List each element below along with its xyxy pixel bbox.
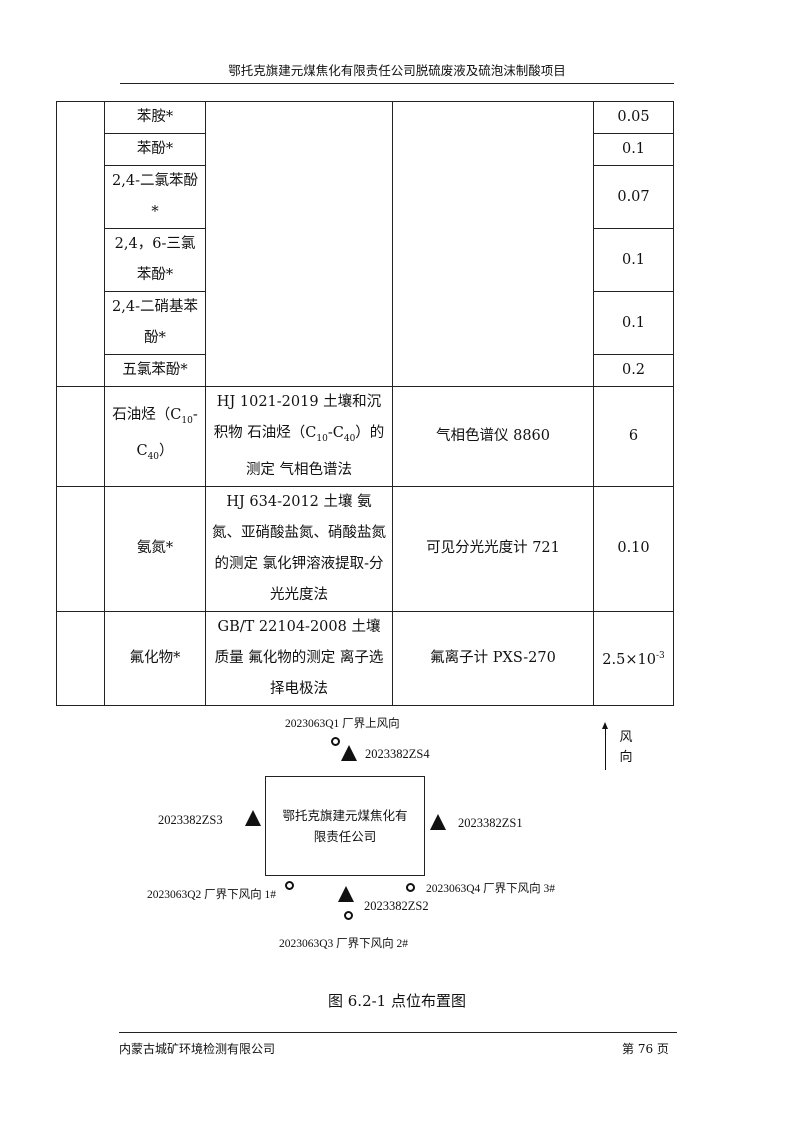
analyte-text: -C <box>136 406 198 460</box>
analyte-cell: 氟化物* <box>104 610 206 706</box>
analyte-cell: 氨氮* <box>104 485 206 612</box>
point-label-zs3: 2023382ZS3 <box>158 813 223 827</box>
method-cell <box>205 101 393 387</box>
subscript: 10 <box>316 433 328 444</box>
table-row: 苯酚* 0.1 <box>57 133 674 166</box>
analyte-cell: 2,4-二氯苯酚* <box>104 165 206 229</box>
point-label-zs2: 2023382ZS2 <box>364 899 429 913</box>
analyte-cell: 苯胺* <box>104 101 206 134</box>
superscript: -3 <box>655 650 665 661</box>
limit-text: 2.5×10 <box>602 651 656 668</box>
instrument-cell: 气相色谱仪 8860 <box>392 386 594 487</box>
page-number: 第 76 页 <box>622 1042 669 1056</box>
figure-caption: 图 6.2-1 点位布置图 <box>327 992 466 1010</box>
limit-cell: 0.10 <box>593 485 674 612</box>
plant-boundary-box: 鄂托克旗建元煤焦化有限责任公司 <box>265 776 425 876</box>
table-row: 五氯苯酚* 0.2 <box>57 354 674 387</box>
method-text: ）的测定 气相色谱法 <box>245 425 385 478</box>
header-title: 鄂托克旗建元煤焦化有限责任公司脱硫废液及硫泡沫制酸项目 <box>228 63 566 78</box>
gas-sample-point-q3 <box>344 911 353 920</box>
limit-cell: 0.1 <box>593 228 674 292</box>
footer-divider <box>119 1032 677 1033</box>
category-cell <box>56 386 105 487</box>
gas-sample-point-q4 <box>406 883 415 892</box>
table-row: 苯胺* 0.05 <box>56 101 674 387</box>
instrument-cell <box>392 101 594 387</box>
analyte-cell: 五氯苯酚* <box>104 354 206 387</box>
analyte-cell: 苯酚* <box>104 133 206 166</box>
analyte-text: ） <box>159 443 174 460</box>
limit-cell: 2.5×10-3 <box>593 610 674 706</box>
limit-cell: 0.1 <box>593 133 674 166</box>
limit-cell: 0.1 <box>593 291 674 355</box>
method-cell: GB/T 22104-2008 土壤质量 氟化物的测定 离子选择电极法 <box>205 610 393 706</box>
point-label-zs1: 2023382ZS1 <box>458 816 523 830</box>
wind-direction-arrow-icon <box>602 722 608 770</box>
category-cell <box>56 610 105 706</box>
analyte-cell: 2,4，6-三氯苯酚* <box>104 228 206 292</box>
table-row: 2,4，6-三氯苯酚* 0.1 <box>57 228 674 292</box>
limit-cell: 6 <box>593 386 674 487</box>
method-table: 苯胺* 0.05 苯酚* 0.1 2,4-二氯苯酚* 0.07 2,4，6-三氯… <box>56 101 674 706</box>
wind-direction-label: 风向 <box>619 730 633 765</box>
point-label-q2: 2023063Q2 厂界下风向 1# <box>147 889 277 901</box>
soil-sample-point-zs3 <box>245 810 261 826</box>
point-label-q4: 2023063Q4 厂界下风向 3# <box>426 883 556 895</box>
subscript: 40 <box>343 433 356 444</box>
soil-sample-point-zs1 <box>430 814 446 830</box>
limit-cell: 0.2 <box>593 354 674 387</box>
footer-company: 内蒙古城矿环境检测有限公司 <box>119 1042 276 1056</box>
point-label-q3: 2023063Q3 厂界下风向 2# <box>279 938 409 950</box>
limit-cell: 0.05 <box>593 101 674 134</box>
instrument-cell: 可见分光光度计 721 <box>392 485 594 612</box>
category-cell <box>56 485 105 612</box>
table-row: 2,4-二氯苯酚* 0.07 <box>57 165 674 229</box>
table-row: 氟化物* GB/T 22104-2008 土壤质量 氟化物的测定 离子选择电极法… <box>56 610 674 706</box>
page-header: 鄂托克旗建元煤焦化有限责任公司脱硫废液及硫泡沫制酸项目 <box>120 60 674 84</box>
soil-sample-point-zs2 <box>338 886 354 902</box>
limit-cell: 0.07 <box>593 165 674 229</box>
method-text: -C <box>327 425 344 441</box>
gas-sample-point-q2 <box>285 881 294 890</box>
category-cell <box>56 101 105 387</box>
method-text: HJ 1021-2019 土壤和沉积物 石油烃（C <box>213 394 382 441</box>
soil-sample-point-zs4 <box>341 745 357 761</box>
method-cell: HJ 634-2012 土壤 氨氮、亚硝酸盐氮、硝酸盐氮的测定 氯化钾溶液提取-… <box>205 485 393 612</box>
point-label-q1: 2023063Q1 厂界上风向 <box>285 718 400 730</box>
table-row: 石油烃（C10-C40） HJ 1021-2019 土壤和沉积物 石油烃（C10… <box>56 386 674 487</box>
plant-name: 鄂托克旗建元煤焦化有限责任公司 <box>282 808 408 844</box>
subscript: 40 <box>147 452 160 463</box>
sampling-point-diagram: 2023063Q1 厂界上风向 2023382ZS4 风向 鄂托克旗建元煤焦化有… <box>0 700 794 960</box>
gas-sample-point-q1 <box>331 737 340 746</box>
instrument-cell: 氟离子计 PXS-270 <box>392 610 594 706</box>
method-cell: HJ 1021-2019 土壤和沉积物 石油烃（C10-C40）的测定 气相色谱… <box>205 386 393 487</box>
table-row: 氨氮* HJ 634-2012 土壤 氨氮、亚硝酸盐氮、硝酸盐氮的测定 氯化钾溶… <box>56 485 674 612</box>
analyte-cell: 2,4-二硝基苯酚* <box>104 291 206 355</box>
analyte-cell: 石油烃（C10-C40） <box>104 386 206 487</box>
analyte-text: 石油烃（C <box>112 406 182 423</box>
subscript: 10 <box>181 415 193 426</box>
point-label-zs4: 2023382ZS4 <box>365 747 430 761</box>
